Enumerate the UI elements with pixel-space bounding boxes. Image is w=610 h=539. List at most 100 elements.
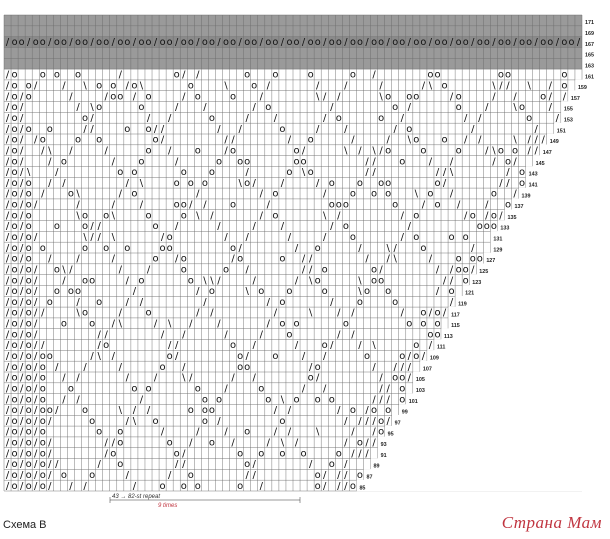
chart-symbol: / <box>365 416 369 427</box>
chart-symbol: / <box>6 383 10 394</box>
chart-symbol: \ <box>112 232 116 243</box>
chart-symbol: o <box>167 232 173 243</box>
chart-symbol: / <box>62 81 66 92</box>
chart-symbol: / <box>97 459 101 470</box>
chart-symbol: o <box>230 243 236 254</box>
chart-symbol: o <box>315 243 321 254</box>
chart-symbol: o <box>167 37 173 48</box>
chart-symbol: o <box>202 394 208 405</box>
chart-symbol: / <box>6 448 10 459</box>
chart-symbol: / <box>408 373 412 384</box>
chart-symbol: o <box>181 264 187 275</box>
chart-symbol: o <box>442 135 448 146</box>
chart-symbol: / <box>499 178 503 189</box>
chart-symbol: / <box>6 210 10 221</box>
chart-symbol: o <box>286 286 292 297</box>
chart-symbol: / <box>386 394 390 405</box>
chart-symbol: / <box>379 373 383 384</box>
chart-symbol: / <box>450 275 454 286</box>
chart-symbol: / <box>20 459 24 470</box>
chart-symbol: / <box>372 438 376 449</box>
chart-symbol: o <box>561 70 567 81</box>
chart-symbol: o <box>484 37 490 48</box>
chart-symbol: / <box>337 470 341 481</box>
chart-symbol: o <box>350 481 356 492</box>
chart-symbol: / <box>175 459 179 470</box>
chart-symbol: / <box>351 135 355 146</box>
chart-symbol: o <box>322 286 328 297</box>
chart-symbol: o <box>237 156 243 167</box>
chart-symbol: / <box>41 189 45 200</box>
chart-symbol: o <box>19 37 25 48</box>
chart-symbol: / <box>105 448 109 459</box>
chart-symbol: / <box>20 319 24 330</box>
chart-symbol: / <box>6 113 10 124</box>
chart-outside-area <box>504 209 593 221</box>
chart-symbol: / <box>513 37 517 48</box>
chart-symbol: o <box>195 91 201 102</box>
chart-symbol: / <box>48 37 52 48</box>
chart-symbol: / <box>351 308 355 319</box>
chart-symbol: / <box>422 81 426 92</box>
chart-symbol: o <box>160 243 166 254</box>
chart-symbol: o <box>209 113 215 124</box>
chart-symbol: o <box>237 254 243 265</box>
chart-symbol: / <box>6 135 10 146</box>
chart-symbol: o <box>420 308 426 319</box>
chart-symbol: o <box>40 135 46 146</box>
chart-symbol: / <box>20 275 24 286</box>
chart-symbol: \ <box>182 373 186 384</box>
chart-symbol: / <box>20 470 24 481</box>
chart-symbol: / <box>55 362 59 373</box>
chart-symbol: / <box>20 113 24 124</box>
chart-symbol: o <box>12 351 18 362</box>
chart-symbol: / <box>217 221 221 232</box>
chart-symbol: o <box>40 383 46 394</box>
chart-symbol: / <box>20 102 24 113</box>
row-number-label: 171 <box>585 20 594 26</box>
chart-symbol: / <box>175 221 179 232</box>
chart-symbol: / <box>309 459 313 470</box>
chart-symbol: / <box>260 481 264 492</box>
chart-symbol: / <box>344 470 348 481</box>
chart-symbol: o <box>124 124 130 135</box>
chart-symbol: / <box>182 448 186 459</box>
chart-symbol: / <box>112 319 116 330</box>
chart-symbol: / <box>386 135 390 146</box>
chart-symbol: / <box>55 167 59 178</box>
chart-symbol: o <box>103 37 109 48</box>
chart-outside-area <box>561 101 593 113</box>
chart-symbol: / <box>224 232 228 243</box>
chart-symbol: o <box>167 243 173 254</box>
chart-symbol: o <box>308 373 314 384</box>
chart-symbol: / <box>62 373 66 384</box>
chart-symbol: / <box>6 243 10 254</box>
chart-symbol: o <box>279 319 285 330</box>
chart-symbol: / <box>48 178 52 189</box>
chart-symbol: / <box>34 275 38 286</box>
chart-symbol: o <box>54 286 60 297</box>
chart-symbol: o <box>561 81 567 92</box>
chart-symbol: / <box>34 340 38 351</box>
row-number-label: 135 <box>507 215 516 221</box>
chart-symbol: \ <box>133 416 137 427</box>
chart-symbol: o <box>26 308 32 319</box>
chart-symbol: o <box>301 448 307 459</box>
chart-symbol: / <box>443 275 447 286</box>
chart-outside-area <box>490 241 593 254</box>
chart-symbol: o <box>40 448 46 459</box>
chart-symbol: / <box>450 91 454 102</box>
chart-symbol: / <box>344 37 348 48</box>
chart-symbol: / <box>246 351 250 362</box>
chart-symbol: / <box>6 178 10 189</box>
chart-symbol: o <box>322 264 328 275</box>
chart-outside-area <box>363 469 593 481</box>
chart-symbol: / <box>330 297 334 308</box>
chart-symbol: / <box>471 243 475 254</box>
chart-symbol: / <box>62 275 66 286</box>
chart-symbol: / <box>182 362 186 373</box>
chart-symbol: \ <box>97 351 101 362</box>
chart-symbol: o <box>26 459 32 470</box>
chart-symbol: / <box>90 221 94 232</box>
chart-symbol: o <box>12 383 18 394</box>
